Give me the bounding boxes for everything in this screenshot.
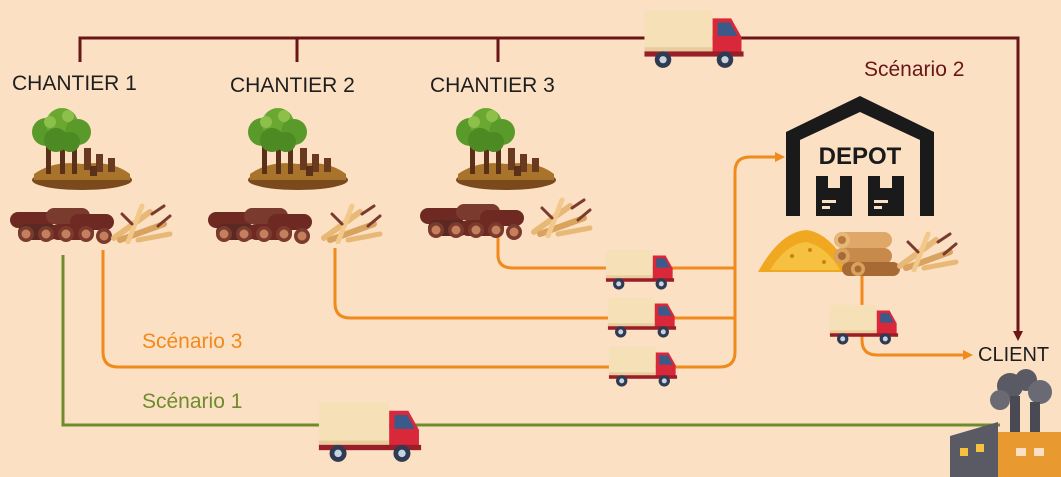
site-1-logs [10,208,114,244]
site-2-branches [324,206,380,242]
site-1-branches [114,206,170,242]
truck-scenario-2 [644,10,744,68]
client-factory [950,369,1061,477]
site-2-forest [248,108,348,190]
scenario-2-route [78,36,1023,341]
scenario-3-route-site-2 [333,248,735,320]
depot-building [786,96,934,216]
site-3-logs [420,204,524,240]
scenario-1-route [61,255,1000,427]
site-3-branches [534,200,590,236]
site-2-logs [208,208,312,244]
truck-scenario-3-site-2 [607,297,677,338]
scenario-3-label: Scénario 3 [142,330,243,353]
truck-scenario-1 [318,402,422,462]
scenario-3-route-site-1 [101,152,785,369]
truck-scenario-3-site-3 [605,249,675,290]
scenario-2-label: Scénario 2 [864,58,965,81]
scenario-3-route-site-3 [496,235,735,270]
scenario-3-depot-to-client [860,276,973,360]
site-3-label: CHANTIER 3 [430,74,555,97]
depot-branches [900,234,956,270]
depot-logs [834,232,900,276]
scenario-1-label: Scénario 1 [142,390,243,413]
truck-scenario-3-site-1 [608,346,678,387]
client-label: CLIENT [978,344,1050,366]
depot-wood-chips [758,230,852,272]
site-2-label: CHANTIER 2 [230,74,355,97]
site-3-forest [456,108,556,190]
site-1-forest [32,108,132,190]
depot-label: DEPOT [819,143,902,170]
truck-depot-to-client [829,304,899,345]
site-1-label: CHANTIER 1 [12,72,137,95]
